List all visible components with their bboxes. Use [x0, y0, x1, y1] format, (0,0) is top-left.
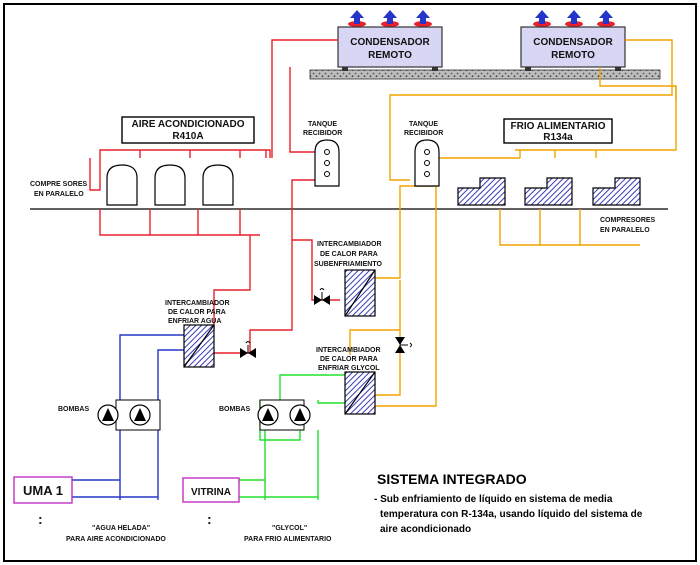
tank-left	[314, 139, 340, 187]
compressors-left-line2: EN PARALELO	[34, 191, 84, 198]
pumps-left	[97, 399, 161, 431]
compressors-left-line1: COMPRE SORES	[30, 181, 88, 188]
ac-system-line2: R410A	[172, 131, 203, 142]
vitrina-dots: :	[207, 511, 212, 527]
tank-right-line2: RECIBIDOR	[404, 130, 443, 137]
compressors-right-line2: EN PARALELO	[600, 227, 650, 234]
condenser-left-line2: REMOTO	[368, 50, 412, 61]
hx-subcooling-line2: DE CALOR PARA	[320, 251, 378, 258]
hx-glycol	[344, 371, 376, 415]
note-line1: - Sub enfriamiento de líquido en sistema…	[374, 494, 613, 505]
food-system-box: FRIO ALIMENTARIO R134a	[503, 118, 613, 144]
glycol-line1: "GLYCOL"	[272, 525, 307, 532]
note-line2: temperatura con R-134a, usando líquido d…	[380, 509, 643, 520]
condenser-left: CONDENSADOR REMOTO	[337, 26, 443, 71]
pumps-right-label: BOMBAS	[219, 406, 250, 413]
tank-left-line2: RECIBIDOR	[303, 130, 342, 137]
glycol-piping	[238, 374, 345, 500]
hx-water-line2: DE CALOR PARA	[168, 309, 226, 316]
fan-icons-right	[533, 10, 615, 27]
water-piping	[72, 334, 184, 500]
tank-right	[414, 139, 440, 187]
hx-subcooling-line3: SUBENFRIAMIENTO	[314, 261, 382, 268]
hx-glycol-line3: ENFRIAR GLYCOL	[318, 365, 380, 372]
pumps-right	[257, 399, 311, 431]
hx-glycol-line1: INTERCAMBIADOR	[316, 347, 381, 354]
hx-water-line1: INTERCAMBIADOR	[165, 300, 230, 307]
vitrina-label: VITRINA	[191, 487, 231, 498]
food-system-line2: R134a	[543, 132, 573, 143]
hx-glycol-line2: DE CALOR PARA	[320, 356, 378, 363]
condenser-base	[309, 69, 661, 80]
hx-water	[183, 324, 215, 368]
uma-dots: :	[38, 511, 43, 527]
pumps-left-label: BOMBAS	[58, 406, 89, 413]
glycol-line2: PARA FRIO ALIMENTARIO	[244, 536, 332, 543]
hx-subcooling-line1: INTERCAMBIADOR	[317, 241, 382, 248]
compressors-left	[106, 164, 234, 206]
valve-subcooling	[314, 288, 330, 305]
tank-left-line1: TANQUE	[308, 121, 337, 128]
ac-system-box: AIRE ACONDICIONADO R410A	[121, 116, 255, 144]
valve-glycol	[395, 337, 412, 353]
condenser-right-line1: CONDENSADOR	[533, 37, 613, 48]
condenser-left-line1: CONDENSADOR	[350, 37, 430, 48]
condenser-right-line2: REMOTO	[551, 50, 595, 61]
compressors-right	[457, 177, 641, 206]
note-title: SISTEMA INTEGRADO	[377, 471, 527, 487]
food-system-line1: FRIO ALIMENTARIO	[511, 121, 606, 132]
note-line3: aire acondicionado	[380, 524, 471, 535]
note-block: SISTEMA INTEGRADO - Sub enfriamiento de …	[374, 471, 643, 535]
hx-water-line3: ENFRIAR AGUA	[168, 318, 221, 325]
compressors-right-line1: COMPRESORES	[600, 217, 656, 224]
vitrina-box: VITRINA	[182, 477, 240, 503]
valve-water	[240, 341, 256, 358]
chilled-water-line2: PARA AIRE ACONDICIONADO	[66, 536, 166, 543]
fan-icons-left	[348, 10, 432, 27]
tank-right-line1: TANQUE	[409, 121, 438, 128]
uma-label: UMA 1	[23, 483, 63, 498]
ac-system-line1: AIRE ACONDICIONADO	[132, 119, 245, 130]
condenser-right: CONDENSADOR REMOTO	[520, 26, 626, 71]
hx-subcooling	[344, 269, 376, 317]
chilled-water-line1: "AGUA HELADA"	[92, 525, 150, 532]
uma-box: UMA 1	[13, 476, 73, 504]
